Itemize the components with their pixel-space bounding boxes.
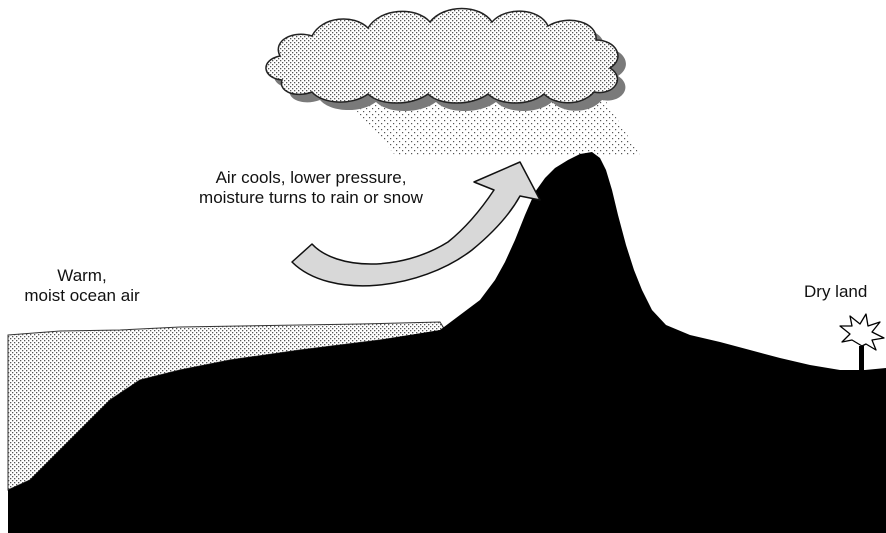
warm-air-label: Warm, moist ocean air [0, 266, 164, 306]
rain-cloud-icon [266, 9, 618, 104]
cooling-label-line2: moisture turns to rain or snow [150, 188, 472, 208]
warm-air-label-line1: Warm, [0, 266, 164, 286]
cooling-label-line1: Air cools, lower pressure, [150, 168, 472, 188]
palm-tree-icon [840, 314, 884, 370]
dry-land-label: Dry land [804, 282, 867, 302]
dry-land-label-text: Dry land [804, 282, 867, 301]
cooling-label: Air cools, lower pressure, moisture turn… [150, 168, 472, 208]
warm-air-label-line2: moist ocean air [0, 286, 164, 306]
